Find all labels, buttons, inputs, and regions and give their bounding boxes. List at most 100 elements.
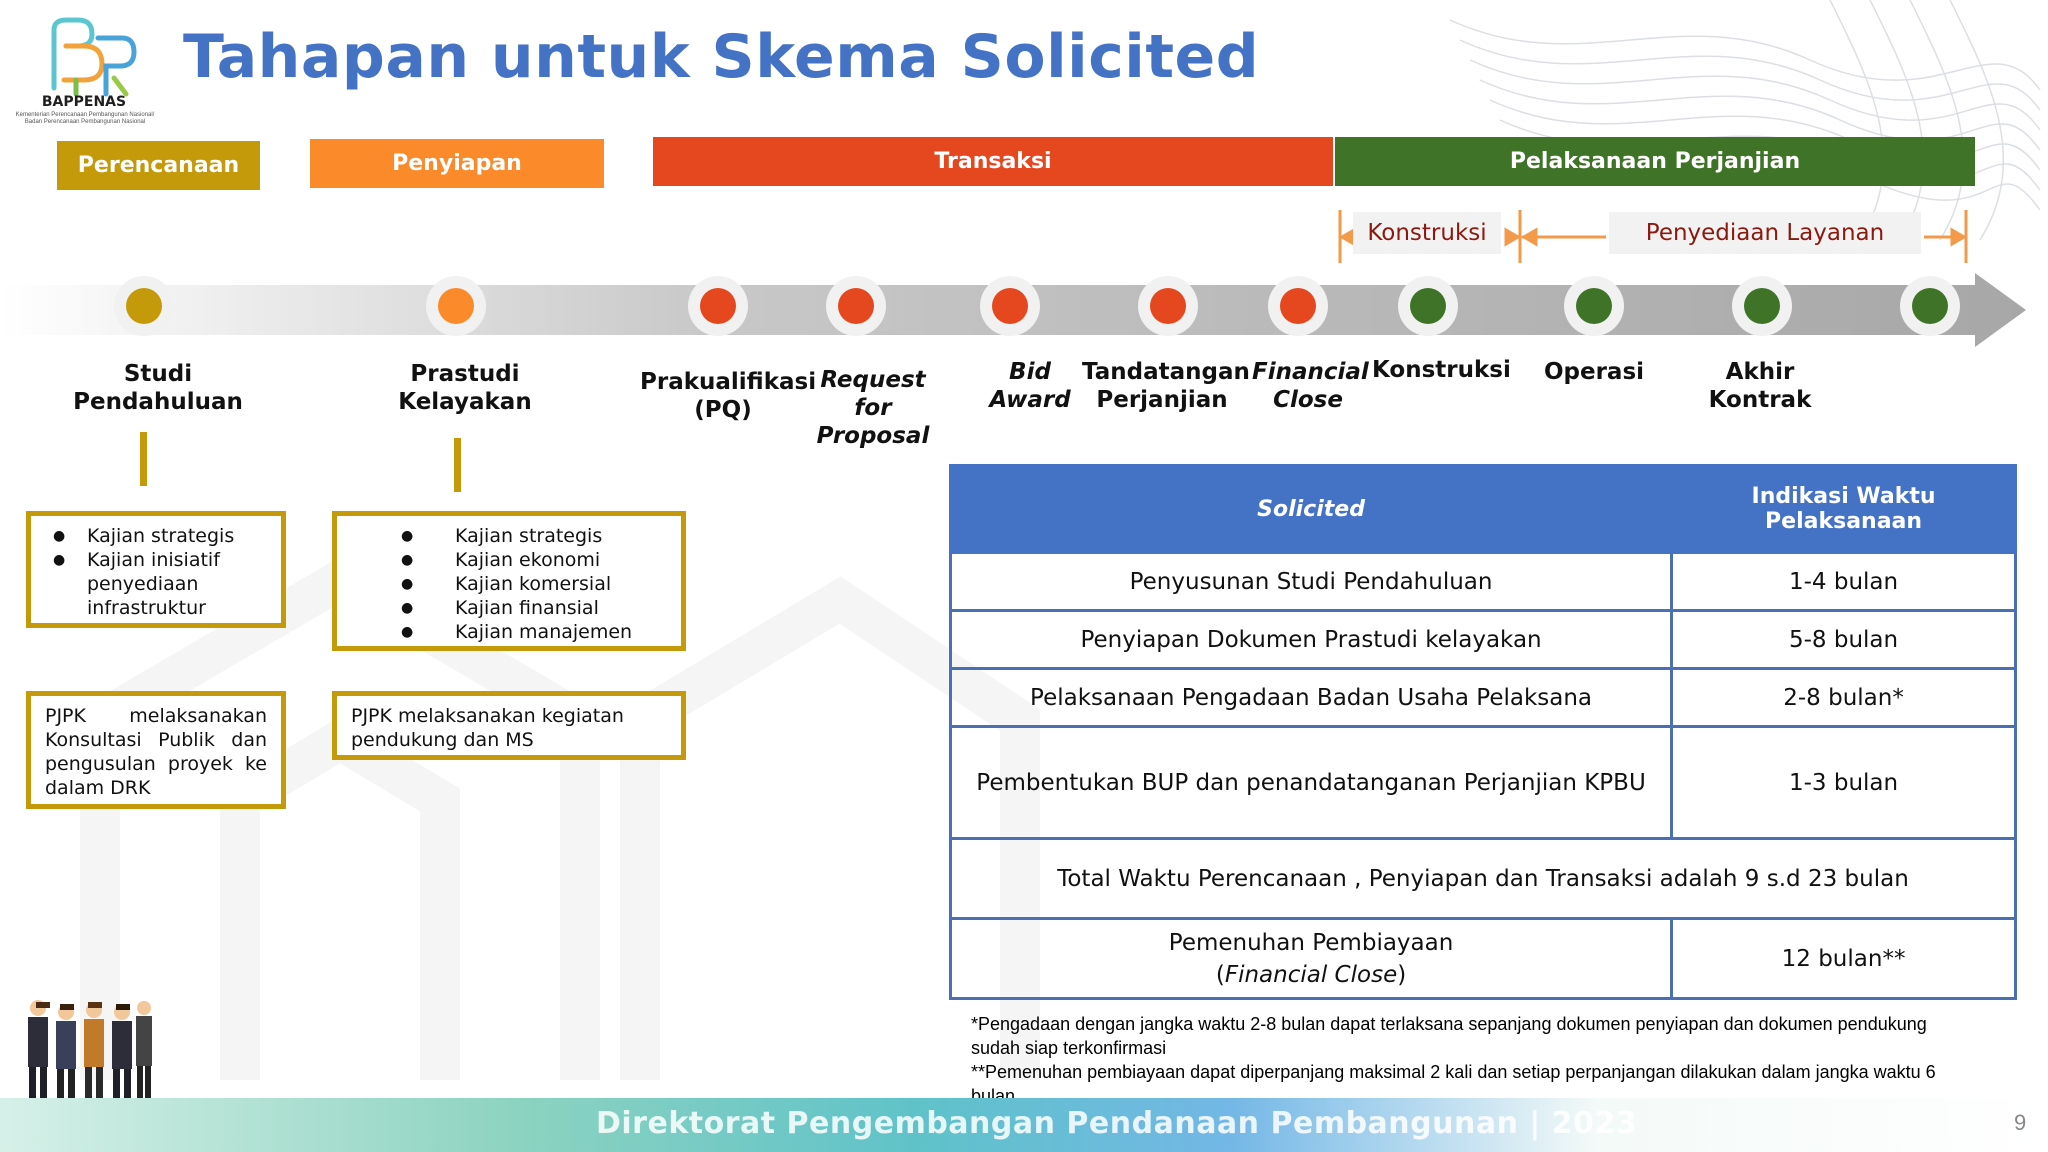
timeline-node-pelaksanaan bbox=[1576, 288, 1612, 324]
milestone-request-for-proposal: Request for Proposal bbox=[800, 366, 946, 450]
table-cell-activity: Pembentukan BUP dan penandatanganan Perj… bbox=[948, 725, 1674, 840]
page-title: Tahapan untuk Skema Solicited bbox=[183, 22, 1260, 92]
table-cell-activity: Penyiapan Dokumen Prastudi kelayakan bbox=[948, 609, 1674, 670]
table-cell-time: 2-8 bulan* bbox=[1670, 667, 2017, 728]
table-cell-time: 5-8 bulan bbox=[1670, 609, 2017, 670]
list-item: Kajian strategis bbox=[351, 524, 671, 548]
phase-pelaksanaan-perjanjian: Pelaksanaan Perjanjian bbox=[1335, 137, 1975, 186]
penyiapan-note-text: PJPK melaksanakan kegiatan pendukung dan… bbox=[351, 705, 624, 751]
footer-text: Direktorat Pengembangan Pendanaan Pemban… bbox=[596, 1106, 1638, 1141]
financial-close-line2: (Financial Close) bbox=[958, 959, 1664, 991]
table-row: Pelaksanaan Pengadaan Badan Usaha Pelaks… bbox=[948, 667, 2017, 728]
timeline-node-perencanaan bbox=[126, 288, 162, 324]
milestone-bid-award: Bid Award bbox=[985, 358, 1075, 414]
milestone-operasi: Operasi bbox=[1530, 358, 1658, 386]
box-penyiapan-note: PJPK melaksanakan kegiatan pendukung dan… bbox=[332, 691, 686, 760]
milestone-studi-line2: Pendahuluan bbox=[73, 389, 243, 415]
phase-transaksi: Transaksi bbox=[653, 137, 1333, 186]
milestone-fc-line2: Close bbox=[1273, 387, 1343, 413]
timeline-table: Solicited Indikasi Waktu Pelaksanaan Pen… bbox=[948, 464, 2017, 1000]
financial-close-italic: Financial Close bbox=[1224, 961, 1398, 988]
financial-close-line1: Pemenuhan Pembiayaan bbox=[1168, 929, 1454, 956]
timeline-node-transaksi bbox=[992, 288, 1028, 324]
milestone-tanda-line2: Perjanjian bbox=[1096, 387, 1228, 413]
page-number: 9 bbox=[2014, 1110, 2027, 1135]
table-header-indikasi: Indikasi Waktu Pelaksanaan bbox=[1670, 464, 2017, 554]
milestone-fc-line1: Financial bbox=[1252, 359, 1369, 385]
milestone-financial-close: Financial Close bbox=[1252, 358, 1369, 414]
logo-name: BAPPENAS bbox=[41, 94, 127, 110]
timeline-node-transaksi bbox=[1280, 288, 1316, 324]
list-item: Kajian strategis bbox=[45, 524, 271, 548]
milestone-tanda-line1: Tandatangan bbox=[1082, 359, 1250, 385]
list-item: Kajian komersial bbox=[351, 572, 671, 596]
table-cell-time: 1-3 bulan bbox=[1670, 725, 2017, 840]
list-item: Kajian finansial bbox=[351, 596, 671, 620]
milestone-pq-line2: (PQ) bbox=[694, 397, 752, 423]
timeline-node-pelaksanaan bbox=[1912, 288, 1948, 324]
milestone-konstruksi-label: Konstruksi bbox=[1372, 357, 1511, 383]
milestone-prastudi-line2: Kelayakan bbox=[398, 389, 532, 415]
milestone-prastudi-kelayakan: Prastudi Kelayakan bbox=[375, 360, 555, 416]
table-total-row: Total Waktu Perencanaan , Penyiapan dan … bbox=[949, 837, 2017, 920]
business-people-illustration bbox=[28, 1000, 152, 1114]
table-row: Penyiapan Dokumen Prastudi kelayakan 5-8… bbox=[948, 609, 2017, 670]
milestone-konstruksi: Konstruksi bbox=[1372, 356, 1511, 384]
milestone-prastudi-line1: Prastudi bbox=[410, 361, 520, 387]
footer-band bbox=[0, 1098, 2048, 1152]
milestone-akhir-line2: Kontrak bbox=[1708, 387, 1812, 413]
milestone-operasi-label: Operasi bbox=[1543, 359, 1645, 385]
subphase-penyediaan-layanan: Penyediaan Layanan bbox=[1609, 212, 1921, 254]
box-penyiapan-kajian: Kajian strategisKajian ekonomiKajian kom… bbox=[332, 511, 686, 651]
milestone-studi-line1: Studi bbox=[123, 361, 193, 387]
footnote-1: *Pengadaan dengan jangka waktu 2-8 bulan… bbox=[971, 1014, 1927, 1058]
table-row: Pembentukan BUP dan penandatanganan Perj… bbox=[948, 725, 2017, 840]
timeline-node-penyiapan bbox=[438, 288, 474, 324]
penyiapan-kajian-list: Kajian strategisKajian ekonomiKajian kom… bbox=[351, 524, 671, 644]
timeline-node-transaksi bbox=[700, 288, 736, 324]
list-item: Kajian inisiatif penyediaan infrastruktu… bbox=[45, 548, 271, 620]
table-cell-activity: Pemenuhan Pembiayaan (Financial Close) bbox=[948, 917, 1674, 1000]
connector-penyiapan bbox=[454, 438, 461, 492]
box-perencanaan-kajian: Kajian strategisKajian inisiatif penyedi… bbox=[26, 511, 286, 628]
timeline-node-transaksi bbox=[838, 288, 874, 324]
background-waves bbox=[1449, 0, 2041, 240]
table-cell-time: 12 bulan** bbox=[1670, 917, 2017, 1000]
table-row: Pemenuhan Pembiayaan (Financial Close) 1… bbox=[948, 917, 2017, 1000]
table-cell-activity: Penyusunan Studi Pendahuluan bbox=[948, 551, 1674, 612]
timeline-node-pelaksanaan bbox=[1410, 288, 1446, 324]
timeline-node-pelaksanaan bbox=[1744, 288, 1780, 324]
perencanaan-kajian-list: Kajian strategisKajian inisiatif penyedi… bbox=[45, 524, 271, 620]
subphase-konstruksi: Konstruksi bbox=[1353, 212, 1501, 254]
bappenas-logo bbox=[51, 17, 137, 97]
milestone-studi-pendahuluan: Studi Pendahuluan bbox=[60, 360, 256, 416]
financial-close-close-paren: ) bbox=[1397, 961, 1407, 988]
table-total-cell: Total Waktu Perencanaan , Penyiapan dan … bbox=[949, 837, 2017, 920]
table-cell-activity: Pelaksanaan Pengadaan Badan Usaha Pelaks… bbox=[948, 667, 1674, 728]
milestone-akhir-line1: Akhir bbox=[1725, 359, 1795, 385]
timeline-node-transaksi bbox=[1150, 288, 1186, 324]
table-header-row: Solicited Indikasi Waktu Pelaksanaan bbox=[948, 464, 2017, 554]
milestone-pq-line1: Prakualifikasi bbox=[640, 369, 817, 395]
list-item: Kajian manajemen bbox=[351, 620, 671, 644]
logo-subtitle: Kementerian Perencanaan Pembangunan Nasi… bbox=[15, 112, 155, 125]
phase-penyiapan: Penyiapan bbox=[310, 139, 604, 188]
table-cell-time: 1-4 bulan bbox=[1670, 551, 2017, 612]
milestone-bid-line2: Award bbox=[989, 387, 1071, 413]
list-item: Kajian ekonomi bbox=[351, 548, 671, 572]
milestone-rfp-line2: Proposal bbox=[816, 423, 930, 449]
milestone-bid-line1: Bid bbox=[1009, 359, 1051, 385]
milestone-tandatangan-perjanjian: Tandatangan Perjanjian bbox=[1082, 358, 1250, 414]
financial-close-open-paren: ( bbox=[1215, 961, 1225, 988]
milestone-rfp-line1: Request for bbox=[820, 367, 926, 421]
table-row: Penyusunan Studi Pendahuluan 1-4 bulan bbox=[948, 551, 2017, 612]
milestone-akhir-kontrak: Akhir Kontrak bbox=[1700, 358, 1820, 414]
box-perencanaan-note: PJPK melaksanakan Konsultasi Publik dan … bbox=[26, 691, 286, 809]
milestone-prakualifikasi: Prakualifikasi (PQ) bbox=[640, 368, 817, 424]
perencanaan-note-text: PJPK melaksanakan Konsultasi Publik dan … bbox=[45, 705, 267, 799]
footnotes: *Pengadaan dengan jangka waktu 2-8 bulan… bbox=[971, 1012, 1971, 1108]
table-header-solicited: Solicited bbox=[948, 464, 1674, 554]
phase-perencanaan: Perencanaan bbox=[57, 141, 260, 190]
connector-perencanaan bbox=[140, 432, 147, 486]
timeline bbox=[0, 273, 2026, 347]
